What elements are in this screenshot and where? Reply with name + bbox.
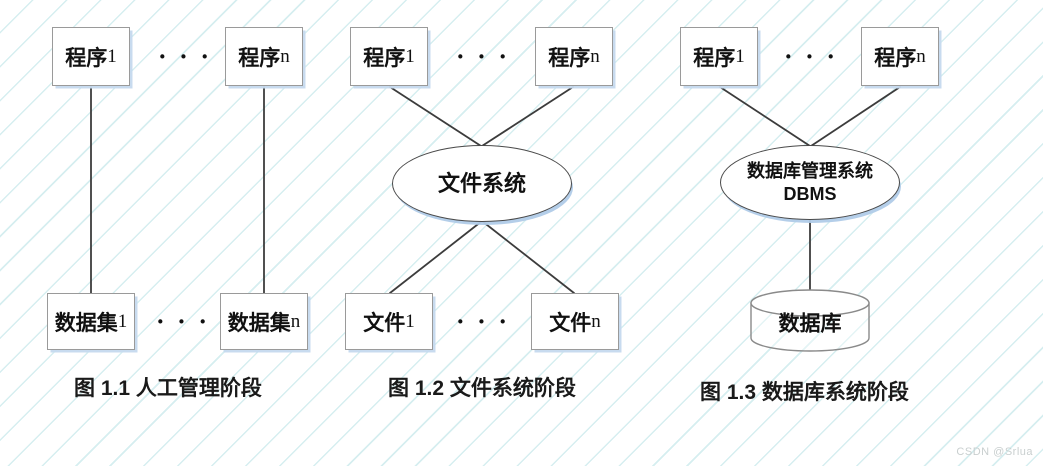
node-label-suffix: 1 — [117, 310, 128, 332]
node-label-suffix: 1 — [107, 45, 117, 67]
connector-program1-filesystem — [389, 86, 482, 147]
ellipsis-top-panel1: · · · — [157, 42, 212, 71]
node-label-suffix: 1 — [405, 310, 415, 332]
node-label-suffix: 1 — [735, 45, 745, 67]
node-label: 文件 — [363, 310, 406, 335]
node-label: 程序 — [65, 45, 108, 70]
node-label: 文件系统 — [437, 170, 526, 196]
watermark: CSDN @Srlua — [956, 446, 1033, 458]
node-label: 文件 — [549, 310, 592, 335]
ellipsis-top-panel3: · · · — [783, 42, 838, 71]
node-label: 程序 — [238, 45, 281, 70]
node-label: 程序 — [548, 45, 591, 70]
node-label: 数据集 — [54, 310, 118, 335]
node-label-suffix: n — [916, 45, 926, 67]
caption-panel2: 图 1.2 文件系统阶段 — [388, 377, 576, 400]
node-label: 程序 — [874, 45, 917, 70]
node-label-sub: DBMS — [783, 183, 837, 204]
node-label-suffix: n — [591, 310, 601, 332]
node-label-suffix: n — [280, 45, 290, 67]
connector-programn-dbms — [810, 86, 901, 147]
node-file-system[interactable]: 文件系统 — [392, 145, 572, 222]
node-label: 程序 — [363, 45, 406, 70]
ellipsis-bottom-panel1: · · · — [155, 307, 210, 336]
node-database[interactable]: 数据库 — [750, 290, 870, 351]
node-label-suffix: n — [290, 310, 301, 332]
node-label-suffix: n — [590, 45, 600, 67]
node-label-suffix: 1 — [405, 45, 415, 67]
node-label: 程序 — [693, 45, 736, 70]
connector-program1-dbms — [719, 86, 811, 147]
connector-filesystem-filen — [481, 220, 575, 294]
node-label: 数据库 — [778, 311, 842, 335]
node-label: 数据集 — [227, 310, 291, 335]
connector-filesystem-file1 — [389, 220, 483, 294]
caption-panel3: 图 1.3 数据库系统阶段 — [700, 381, 909, 404]
ellipsis-bottom-panel2: · · · — [455, 307, 510, 336]
node-dbms[interactable]: 数据库管理系统 DBMS — [720, 145, 900, 220]
caption-panel1: 图 1.1 人工管理阶段 — [74, 377, 262, 400]
ellipsis-top-panel2: · · · — [455, 42, 510, 71]
node-label: 数据库管理系统 — [747, 161, 873, 181]
connector-programn-filesystem — [481, 86, 574, 147]
